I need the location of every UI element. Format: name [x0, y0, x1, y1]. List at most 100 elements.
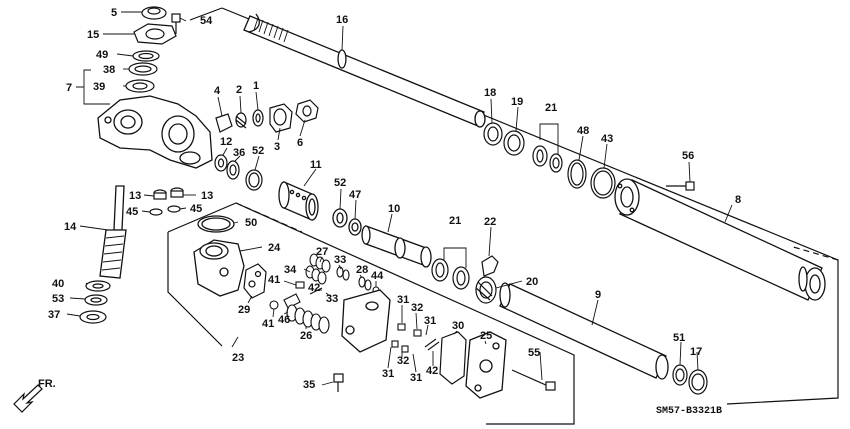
- callout-label: 28: [356, 264, 368, 276]
- callout-label: 15: [87, 29, 99, 41]
- callout-label: 5: [111, 7, 117, 19]
- callout-label: 29: [238, 304, 250, 316]
- bearing-washers-left: [79, 280, 111, 324]
- assembly-outline-upper: [189, 7, 839, 405]
- callout-label: 31: [410, 372, 422, 384]
- callout-label: 21: [545, 102, 557, 114]
- callout-label: 17: [690, 346, 702, 358]
- callout-label: 49: [96, 49, 108, 61]
- cover-plate-30-part: [439, 331, 467, 385]
- callout-label: 37: [48, 309, 60, 321]
- assembly-outline-lower: [167, 202, 575, 425]
- callout-label: 25: [480, 330, 492, 342]
- diagram-code: SM57-B3321B: [656, 406, 722, 417]
- callout-label: 32: [397, 355, 409, 367]
- callout-label: 2: [236, 84, 242, 96]
- cover-plate-25-part: [465, 331, 507, 399]
- callout-label: 41: [262, 318, 274, 330]
- gearbox-housing-part: [614, 178, 826, 301]
- seal-rings-middle: [431, 255, 499, 304]
- callout-label: 44: [371, 270, 384, 282]
- callout-label: 36: [233, 147, 245, 159]
- gasket-29-part: [243, 263, 267, 299]
- callout-label: 4: [214, 85, 221, 97]
- callout-label: 1: [253, 80, 259, 92]
- callout-label: 23: [232, 352, 244, 364]
- callout-label: 30: [452, 320, 464, 332]
- front-direction-arrow-icon: [13, 384, 43, 413]
- valve-springs-part: [269, 253, 380, 334]
- callout-label: 39: [93, 81, 105, 93]
- callout-label: 55: [528, 347, 540, 359]
- seal-rings-upper: [214, 154, 263, 191]
- callout-label: 7: [66, 82, 72, 94]
- callout-label: 27: [316, 246, 328, 258]
- pinion-shaft-part: [99, 185, 127, 279]
- callout-label: 31: [382, 368, 394, 380]
- callout-label: 11: [310, 159, 322, 171]
- small-seal-parts: [215, 99, 319, 133]
- callout-label: 48: [577, 125, 589, 137]
- bolt-55-part: [511, 369, 556, 391]
- callout-label: 53: [52, 293, 64, 305]
- callout-label: 13: [129, 190, 141, 202]
- callout-label: 3: [274, 141, 280, 153]
- front-direction-label: FR.: [38, 378, 56, 390]
- callout-label: 19: [511, 96, 523, 108]
- rack-guide-tube-part: [499, 282, 669, 380]
- nuts-13-part: [149, 187, 184, 216]
- callout-label: 16: [336, 14, 348, 26]
- callout-label: 20: [526, 276, 538, 288]
- callout-label: 24: [268, 242, 281, 254]
- callout-label: 35: [303, 379, 315, 391]
- callout-label: 9: [595, 289, 601, 301]
- valve-block-part: [341, 289, 391, 353]
- callout-label: 31: [424, 315, 436, 327]
- callout-label: 42: [308, 282, 320, 294]
- callout-label: 33: [334, 254, 346, 266]
- rack-shaft-part: [243, 13, 486, 128]
- control-valve-housing-part: [193, 215, 245, 297]
- callout-label: 47: [349, 189, 361, 201]
- callout-label: 38: [103, 64, 115, 76]
- callout-label: 32: [411, 302, 423, 314]
- callout-label: 54: [200, 15, 213, 27]
- end-rings-part: [672, 364, 708, 395]
- callout-label: 21: [449, 215, 461, 227]
- callout-label: 14: [64, 221, 77, 233]
- seal-rings-upper-right: [483, 122, 616, 199]
- callout-label: 22: [484, 216, 496, 228]
- callout-label: 33: [326, 293, 338, 305]
- callout-label: 34: [284, 264, 297, 276]
- bolt-35-part: [333, 373, 344, 392]
- callout-labels: 5 54 15 49 7 38 39 16 4 2 1 3 6 12 36 52…: [48, 7, 741, 391]
- leader-lines: [66, 11, 733, 386]
- callout-label: 12: [220, 136, 232, 148]
- bolt-56-part: [666, 181, 695, 191]
- callout-label: 31: [397, 294, 409, 306]
- callout-label: 42: [426, 365, 438, 377]
- callout-label: 51: [673, 332, 685, 344]
- callout-label: 18: [484, 87, 496, 99]
- callout-label: 46: [278, 314, 290, 326]
- callout-label: 50: [245, 217, 257, 229]
- piston-cylinder-part: [278, 181, 319, 221]
- callout-label: 13: [201, 190, 213, 202]
- valve-body-part: [97, 95, 213, 169]
- callout-label: 56: [682, 150, 694, 162]
- callout-label: 26: [300, 330, 312, 342]
- callout-label: 52: [334, 177, 346, 189]
- callout-label: 6: [297, 137, 303, 149]
- small-pins-part: [391, 323, 440, 353]
- callout-label: 43: [601, 133, 613, 145]
- callout-label: 10: [388, 203, 400, 215]
- callout-label: 52: [252, 145, 264, 157]
- callout-label: 8: [735, 194, 741, 206]
- callout-label: 45: [126, 206, 138, 218]
- callout-label: 40: [52, 278, 64, 290]
- callout-label: 41: [268, 274, 280, 286]
- callout-label: 45: [190, 203, 202, 215]
- valve-cover-part: [125, 6, 177, 93]
- piston-rod-part: [332, 208, 432, 268]
